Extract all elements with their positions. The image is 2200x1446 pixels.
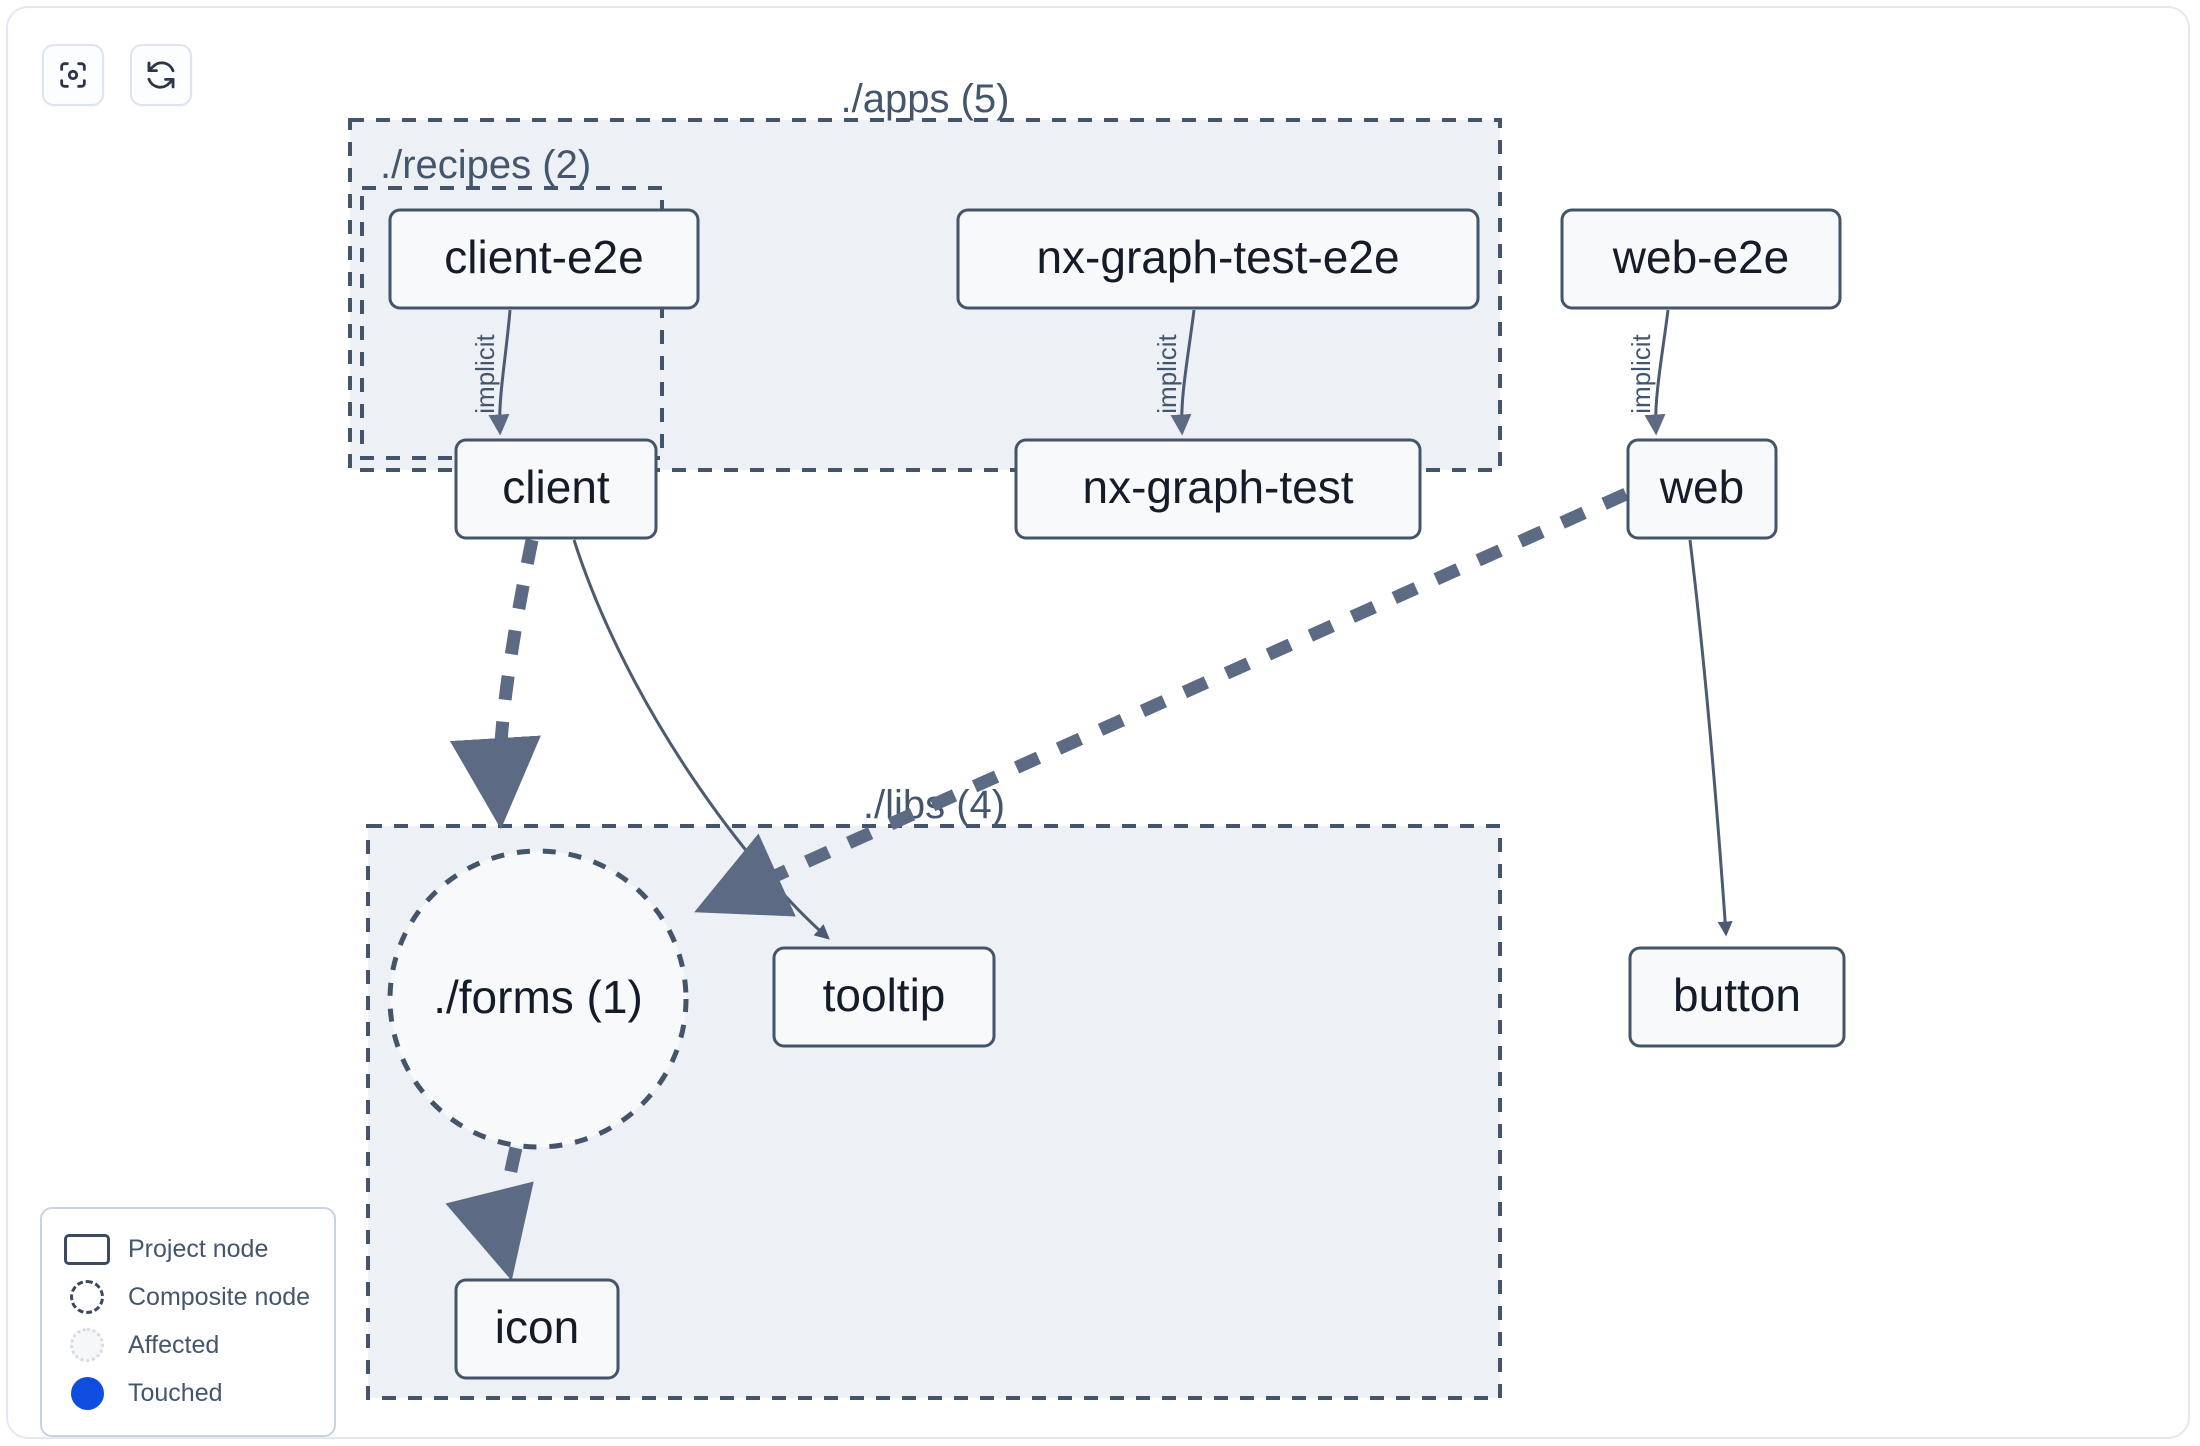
node-client[interactable]: client — [454, 438, 658, 540]
node-box — [454, 1278, 620, 1380]
edge-nx-graph-test-e2e-to-nx-graph-test[interactable]: implicit — [1152, 309, 1196, 436]
node-forms-composite[interactable]: ./forms (1) — [387, 848, 689, 1150]
group-apps-label: ./apps (5) — [841, 77, 1010, 121]
edge-label-implicit: implicit — [1152, 334, 1182, 414]
node-box — [1626, 438, 1778, 540]
node-button[interactable]: button — [1628, 946, 1846, 1048]
legend-label: Touched — [128, 1378, 223, 1407]
affected-swatch — [60, 1328, 114, 1362]
node-label: icon — [495, 1301, 579, 1353]
focus-graph-button[interactable] — [42, 44, 104, 106]
legend-label: Affected — [128, 1330, 220, 1359]
node-box — [1560, 208, 1842, 310]
node-box — [1628, 946, 1846, 1048]
node-box — [956, 208, 1480, 310]
touched-swatch — [60, 1376, 114, 1410]
edge-path — [445, 1146, 534, 1281]
edge-web-to-forms[interactable] — [694, 488, 1629, 917]
refresh-graph-button[interactable] — [130, 44, 192, 106]
refresh-icon — [144, 58, 178, 92]
node-tooltip[interactable]: tooltip — [772, 946, 996, 1048]
group-recipes-label: ./recipes (2) — [380, 143, 591, 187]
node-nx-graph-test[interactable]: nx-graph-test — [1014, 438, 1422, 540]
legend-item-composite-node: Composite node — [60, 1273, 316, 1321]
focus-target-icon — [56, 58, 90, 92]
composite-node-circle — [387, 848, 689, 1150]
edge-path — [1688, 539, 1733, 937]
graph-canvas[interactable]: ./apps (5) ./recipes (2) ./libs (4) impl… — [6, 6, 2190, 1439]
edge-path — [450, 538, 541, 830]
legend-label: Project node — [128, 1234, 269, 1263]
graph-svg[interactable]: ./apps (5) ./recipes (2) ./libs (4) impl… — [8, 8, 2190, 1439]
node-label: ./forms (1) — [433, 971, 643, 1023]
node-box — [772, 946, 996, 1048]
edge-path — [1170, 309, 1196, 436]
edge-forms-to-icon[interactable] — [445, 1146, 534, 1281]
edge-path — [1644, 309, 1670, 436]
node-icon[interactable]: icon — [454, 1278, 620, 1380]
graph-toolbar — [42, 44, 192, 106]
node-nx-graph-test-e2e[interactable]: nx-graph-test-e2e — [956, 208, 1480, 310]
composite-node-swatch — [60, 1280, 114, 1314]
project-node-swatch — [60, 1233, 114, 1265]
node-box — [1014, 438, 1422, 540]
node-client-e2e[interactable]: client-e2e — [388, 208, 700, 310]
legend-item-touched: Touched — [60, 1369, 316, 1417]
node-box — [388, 208, 700, 310]
edge-path — [488, 309, 512, 436]
node-label: button — [1673, 969, 1801, 1021]
node-label: nx-graph-test-e2e — [1036, 231, 1399, 283]
node-box — [454, 438, 658, 540]
node-label: client — [502, 461, 610, 513]
legend-item-project-node: Project node — [60, 1225, 316, 1273]
node-label: client-e2e — [444, 231, 643, 283]
edge-web-to-button[interactable] — [1688, 539, 1733, 937]
node-label: nx-graph-test — [1082, 461, 1353, 513]
edge-web-e2e-to-web[interactable]: implicit — [1626, 309, 1670, 436]
node-web-e2e[interactable]: web-e2e — [1560, 208, 1842, 310]
node-label: web-e2e — [1612, 231, 1789, 283]
edge-path — [694, 488, 1629, 917]
edge-client-to-forms[interactable] — [450, 538, 541, 830]
edge-label-implicit: implicit — [470, 334, 500, 414]
edge-client-e2e-to-client[interactable]: implicit — [470, 309, 512, 436]
node-label: web — [1659, 461, 1744, 513]
node-web[interactable]: web — [1626, 438, 1778, 540]
edge-label-implicit: implicit — [1626, 334, 1656, 414]
legend-item-affected: Affected — [60, 1321, 316, 1369]
legend-label: Composite node — [128, 1282, 311, 1311]
node-label: tooltip — [823, 969, 946, 1021]
graph-legend: Project node Composite node Affected Tou… — [40, 1207, 336, 1437]
